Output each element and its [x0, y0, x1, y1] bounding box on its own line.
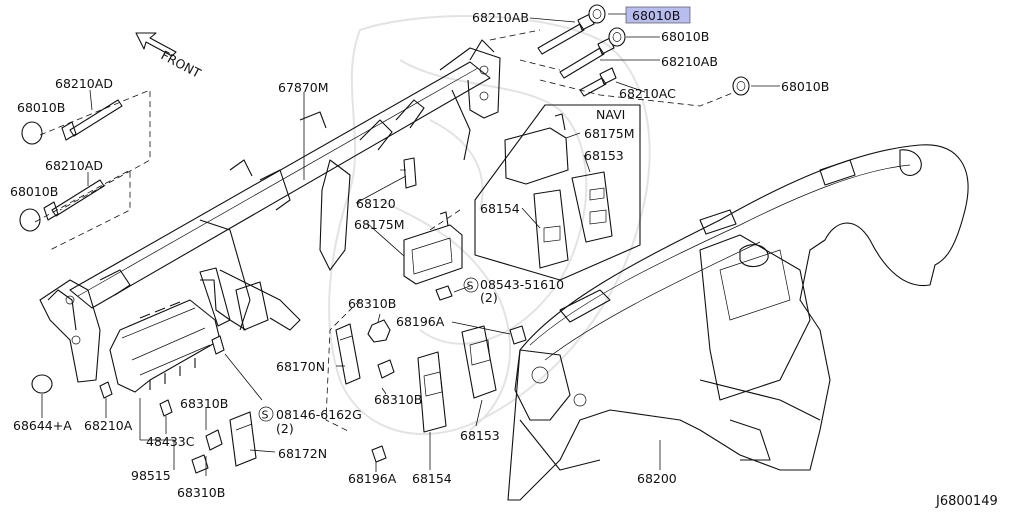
s-marker-text: S	[467, 280, 474, 293]
fasteners	[99, 285, 527, 474]
label-68196A-1: 68196A	[396, 314, 445, 329]
bracket-68154	[417, 351, 447, 433]
label-68154-navi: 68154	[480, 201, 520, 216]
bracket-68153	[461, 325, 497, 399]
label-68175M: 68175M	[354, 217, 405, 232]
label-68170N: 68170N	[276, 359, 325, 374]
bracket-68120	[400, 157, 417, 189]
label-68153: 68153	[460, 428, 500, 443]
label-68010B-top: 68010B	[632, 8, 680, 23]
label-68210A: 68210A	[84, 418, 133, 433]
label-68010B-3: 68010B	[781, 79, 829, 94]
diagram-id: J6800149	[935, 494, 998, 509]
instrument-panel-68200	[507, 144, 969, 501]
label-68175M-navi: 68175M	[584, 126, 635, 141]
label-67870M: 67870M	[278, 80, 329, 95]
bolts-left	[19, 99, 123, 394]
front-arrow-icon	[135, 32, 177, 57]
label-68010B-left1: 68010B	[17, 100, 65, 115]
label-68154: 68154	[412, 471, 452, 486]
label-68120: 68120	[356, 196, 396, 211]
passenger-airbag-98515	[109, 299, 221, 393]
bracket-plate-left	[199, 267, 269, 331]
label-08543: 08543-51610	[480, 277, 564, 292]
navi-label: NAVI	[596, 107, 625, 122]
label-68310B-3: 68310B	[180, 396, 228, 411]
label-68310B-2: 68310B	[374, 392, 422, 407]
label-68196A-2: 68196A	[348, 471, 397, 486]
label-68153-navi: 68153	[584, 148, 624, 163]
label-68210AB-top: 68210AB	[472, 10, 529, 25]
label-68010B-left2: 68010B	[10, 184, 58, 199]
label-68310B-1: 68310B	[348, 296, 396, 311]
highlight-box	[625, 6, 691, 24]
s-marker-08146: S	[258, 406, 274, 422]
leader-lines	[41, 13, 780, 476]
label-68310B-4: 68310B	[177, 485, 225, 500]
front-label: FRONT	[159, 47, 204, 80]
dashed-guides	[34, 29, 736, 433]
label-68210AB-2: 68210AB	[661, 54, 718, 69]
label-68172N: 68172N	[278, 446, 327, 461]
bracket-68172N	[229, 411, 257, 467]
label-68644A: 68644+A	[13, 418, 72, 433]
bolts-top	[537, 13, 617, 97]
label-68010B-2: 68010B	[661, 29, 709, 44]
label-08146-qty: (2)	[276, 421, 294, 436]
label-98515: 98515	[131, 468, 171, 483]
label-68200: 68200	[637, 471, 677, 486]
label-48433C: 48433C	[146, 434, 195, 449]
steering-member-67870M	[39, 39, 501, 383]
label-08146: 08146-6162G	[276, 407, 362, 422]
bracket-68170N	[335, 323, 361, 385]
label-08543-qty: (2)	[480, 290, 498, 305]
s-marker-08543: S	[463, 277, 479, 293]
label-68210AD-2: 68210AD	[45, 158, 103, 173]
clips-68010B	[588, 4, 750, 96]
s-marker-text: S	[262, 409, 269, 422]
label-68210AC: 68210AC	[619, 86, 676, 101]
bracket-68175M	[403, 211, 463, 285]
navi-box	[474, 104, 641, 281]
label-68210AD-1: 68210AD	[55, 76, 113, 91]
